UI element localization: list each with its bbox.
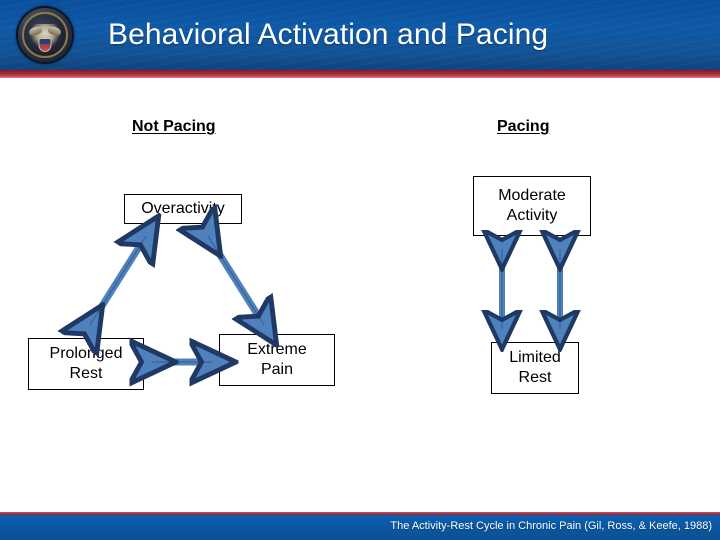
slide-header: Behavioral Activation and Pacing [0, 0, 720, 70]
box-moderate-activity-line1: Moderate [498, 187, 566, 204]
box-prolonged-rest-label: Prolonged Rest [50, 344, 123, 384]
column-heading-pacing: Pacing [497, 118, 550, 135]
box-extreme-pain: Extreme Pain [219, 334, 335, 386]
slide-content: Not Pacing Pacing Overactivity Prolonged… [0, 78, 720, 512]
double-headed-arrow-icon-overactivity-to-pain [196, 226, 274, 334]
double-headed-arrow-icon-rest-to-overactivity [80, 226, 158, 334]
box-prolonged-rest: Prolonged Rest [28, 338, 144, 390]
header-red-divider [0, 70, 720, 78]
box-overactivity-label: Overactivity [141, 200, 225, 217]
box-moderate-activity-label: Moderate Activity [498, 186, 566, 226]
double-headed-arrow-icon-pacing-right [548, 240, 572, 338]
box-prolonged-rest-line1: Prolonged [49, 345, 123, 362]
box-extreme-pain-line2: Pain [260, 361, 293, 378]
box-limited-rest-line2: Rest [518, 369, 552, 386]
footer-citation-text: The Activity-Rest Cycle in Chronic Pain … [390, 520, 712, 532]
double-headed-arrow-icon-pacing-left [490, 240, 514, 338]
footer-red-divider [0, 512, 720, 515]
box-moderate-activity: Moderate Activity [473, 176, 591, 236]
box-overactivity: Overactivity [124, 194, 242, 224]
box-limited-rest-line1: Limited [509, 349, 561, 366]
double-headed-arrow-icon-rest-to-pain [143, 350, 221, 374]
box-moderate-activity-line2: Activity [506, 207, 558, 224]
slide-footer: The Activity-Rest Cycle in Chronic Pain … [0, 512, 720, 540]
box-prolonged-rest-line2: Rest [69, 365, 103, 382]
va-seal-icon [18, 8, 72, 62]
box-extreme-pain-line1: Extreme [247, 341, 307, 358]
seal-shield [38, 38, 52, 53]
box-limited-rest: Limited Rest [491, 342, 579, 394]
page-title: Behavioral Activation and Pacing [108, 18, 549, 51]
box-limited-rest-label: Limited Rest [509, 348, 561, 388]
column-heading-not-pacing: Not Pacing [132, 118, 216, 135]
box-extreme-pain-label: Extreme Pain [247, 340, 307, 380]
